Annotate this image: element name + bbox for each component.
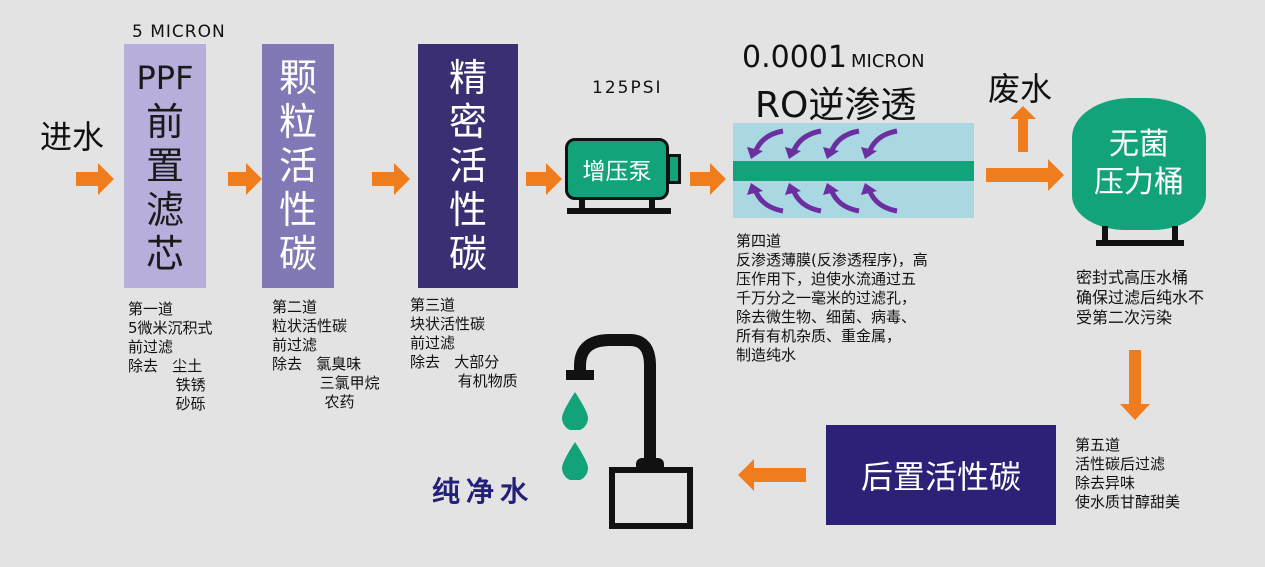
- membrane-layer: [733, 161, 974, 181]
- pump-body: 增压泵: [565, 138, 669, 200]
- stage2-title: 粒: [278, 100, 317, 144]
- tank-base: [1096, 240, 1184, 246]
- stage1-description: 第一道 5微米沉积式 前过滤 除去 尘土 铁锈 砂砾: [128, 300, 213, 413]
- stage1-title: 芯: [145, 232, 184, 276]
- faucet-icon: [566, 334, 693, 529]
- tank-leg: [1102, 226, 1108, 242]
- pump-base: [567, 208, 671, 214]
- stage2-description: 第二道 粒状活性碳 前过滤 除去 氯臭味 三氯甲烷 农药: [272, 298, 380, 411]
- stage5-description: 第五道 活性碳后过滤 除去异味 使水质甘醇甜美: [1075, 436, 1181, 511]
- stage3-title: 精: [448, 56, 487, 100]
- booster-pump: 增压泵: [565, 138, 685, 222]
- ro-membrane: [733, 123, 974, 218]
- arrow-right: [526, 163, 562, 195]
- stage1-title: 滤: [145, 188, 184, 232]
- pump-pressure: 125PSI: [592, 78, 663, 98]
- stage2-title: 性: [278, 188, 317, 232]
- stage3-precision-carbon: 精 密 活 性 碳: [418, 44, 518, 288]
- stage1-title: PPF: [136, 59, 194, 97]
- tank-leg: [1172, 226, 1178, 242]
- water-drop-icon: [562, 442, 588, 480]
- stage3-title: 性: [448, 188, 487, 232]
- ro-micron-value: 0.0001: [742, 40, 847, 75]
- water-drop-icon: [562, 392, 588, 430]
- tank-label: 无菌: [1109, 127, 1169, 162]
- ro-description: 第四道 反渗透薄膜(反渗透程序)，高 压作用下，迫使水流通过五 千万分之一毫米的…: [736, 232, 928, 364]
- tank-body: 无菌 压力桶: [1072, 98, 1206, 230]
- stage3-title: 密: [448, 100, 487, 144]
- stage3-description: 第三道 块状活性碳 前过滤 除去 大部分 有机物质: [410, 296, 518, 390]
- arrow-right: [690, 163, 726, 195]
- arrow-left: [738, 459, 806, 491]
- tank-label: 压力桶: [1094, 165, 1184, 200]
- stage1-ppf-filter: PPF 前 置 滤 芯: [124, 44, 206, 288]
- arrow-right: [986, 159, 1064, 191]
- flow-arrows-icon: [747, 128, 898, 214]
- stage1-micron: 5 MICRON: [132, 22, 226, 42]
- stage3-title: 碳: [448, 232, 487, 276]
- stage2-title: 碳: [278, 232, 317, 276]
- arrow-down: [1120, 350, 1150, 420]
- tank-description: 密封式高压水桶 确保过滤后纯水不 受第二次污染: [1076, 268, 1205, 327]
- arrow-right: [76, 163, 114, 195]
- waste-water-label: 废水: [988, 70, 1053, 108]
- stage2-title: 颗: [278, 56, 317, 100]
- sterile-pressure-tank: 无菌 压力桶: [1072, 98, 1206, 250]
- stage3-title: 活: [448, 144, 487, 188]
- stage2-title: 活: [278, 144, 317, 188]
- inlet-label: 进水: [40, 118, 105, 156]
- pump-stand: [579, 200, 585, 210]
- ro-micron-unit: MICRON: [850, 51, 925, 72]
- pump-stand: [649, 200, 655, 210]
- stage2-granular-carbon: 颗 粒 活 性 碳: [262, 44, 334, 288]
- arrow-right: [228, 163, 262, 195]
- arrow-right: [372, 163, 410, 195]
- arrow-up: [1010, 106, 1036, 152]
- stage1-title: 前: [145, 100, 184, 144]
- ro-title: RO逆渗透: [755, 85, 917, 126]
- stage5-post-carbon: 后置活性碳: [826, 425, 1056, 525]
- pump-motor-cap: [667, 154, 681, 184]
- pure-water-label: 纯净水: [432, 475, 535, 508]
- stage1-title: 置: [145, 144, 184, 188]
